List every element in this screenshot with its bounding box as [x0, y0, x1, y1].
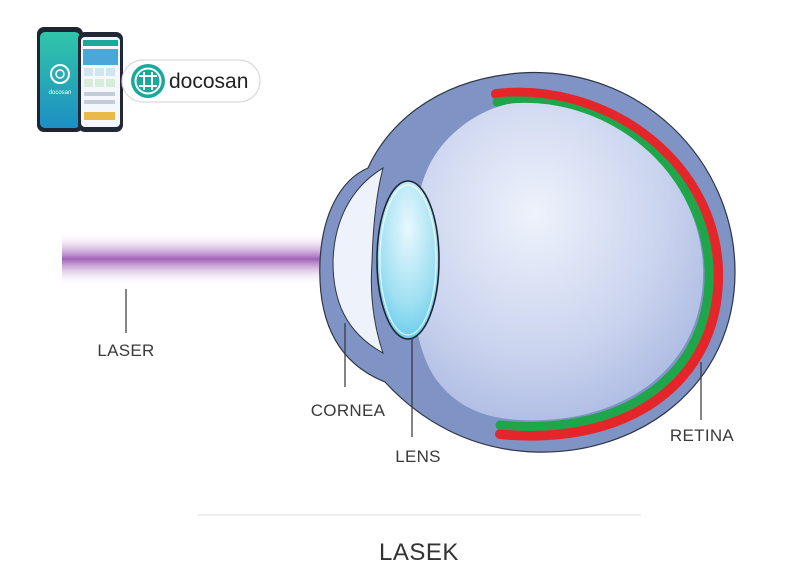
- lens: [376, 180, 440, 340]
- laser-beam: [62, 232, 332, 286]
- phone-brand-text: docosan: [49, 90, 72, 96]
- label-retina: RETINA: [670, 426, 734, 445]
- phone-logo-icon: [50, 64, 70, 84]
- label-cornea: CORNEA: [311, 401, 386, 420]
- phone-screen: [40, 32, 80, 128]
- brand-badge: docosan docosan: [37, 27, 261, 132]
- label-laser: LASER: [97, 341, 154, 360]
- cornea: [332, 166, 384, 355]
- eye-interior: [412, 102, 704, 421]
- docosan-logo-icon: [131, 64, 165, 98]
- retina-green: [492, 96, 714, 431]
- brand-name: docosan: [169, 70, 248, 93]
- label-lens: LENS: [395, 447, 441, 466]
- diagram-title: LASEK: [379, 539, 459, 566]
- eye: [319, 71, 736, 453]
- retina-red: [491, 87, 724, 441]
